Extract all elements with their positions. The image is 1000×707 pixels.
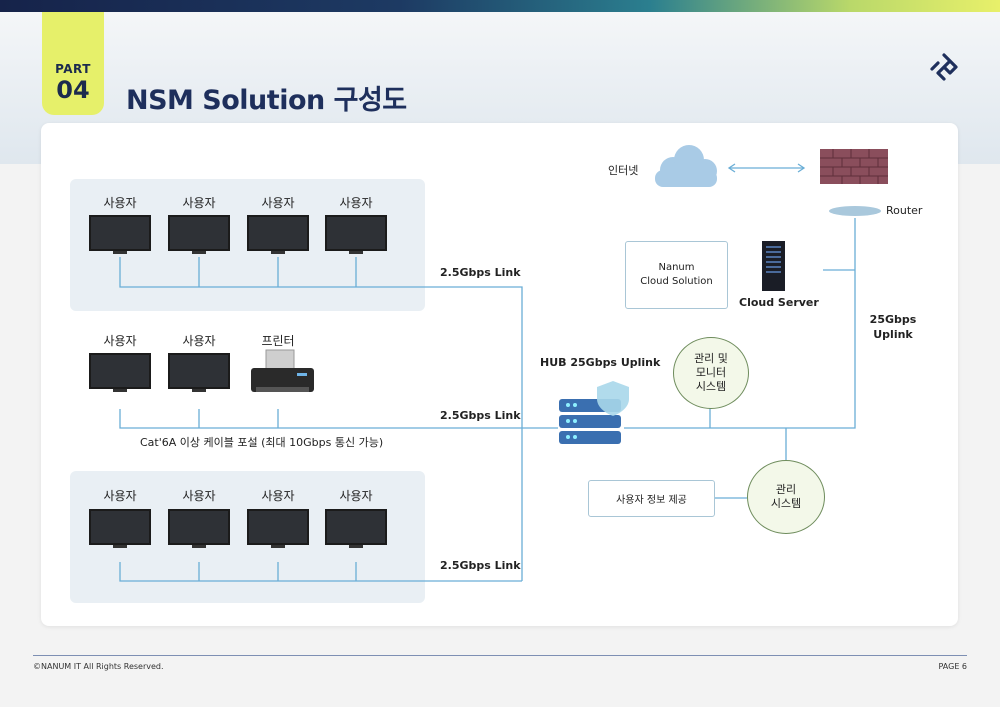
user-monitor-icon: [89, 509, 151, 551]
user-info-label: 사용자 정보 제공: [616, 495, 687, 506]
user-monitor-icon: [247, 215, 309, 257]
cloud-icon: [655, 145, 717, 187]
hub-label: HUB 25Gbps Uplink: [540, 356, 661, 369]
footer-divider: [33, 655, 967, 656]
internet-label: 인터넷: [608, 164, 639, 177]
user-monitor-icon: [168, 509, 230, 551]
user-label: 사용자: [103, 196, 137, 210]
management-system-circle: 관리 시스템: [747, 460, 825, 534]
footer-page-number: PAGE 6: [938, 662, 967, 671]
monitoring-system-circle: 관리 및 모니터 시스템: [673, 337, 749, 409]
user-label: 사용자: [261, 196, 295, 210]
user-label: 사용자: [182, 196, 216, 210]
user-monitor-icon: [89, 215, 151, 257]
user-monitor-icon: [168, 353, 230, 395]
part-number: 04: [56, 76, 90, 104]
user-label: 사용자: [339, 196, 373, 210]
user-label: 사용자: [182, 334, 216, 348]
network-wires: [119, 145, 888, 582]
uplink-label-line2: Uplink: [873, 328, 913, 341]
printer-label: 프린터: [261, 334, 295, 348]
footer-copyright: ©NANUM IT All Rights Reserved.: [33, 662, 164, 671]
user-label: 사용자: [261, 489, 295, 503]
cable-note: Cat'6A 이상 케이블 포설 (최대 10Gbps 통신 가능): [140, 436, 384, 449]
link-label-top: 2.5Gbps Link: [440, 266, 521, 279]
router-label: Router: [886, 204, 923, 217]
user-monitor-icon: [89, 353, 151, 395]
user-label: 사용자: [103, 489, 137, 503]
link-label-middle: 2.5Gbps Link: [440, 409, 521, 422]
user-label: 사용자: [103, 334, 137, 348]
printer-icon: [251, 349, 314, 392]
user-monitor-icon: [325, 509, 387, 551]
user-monitor-icon: [247, 509, 309, 551]
part-label: PART: [55, 62, 91, 76]
cloud-solution-line1: Nanum: [658, 262, 695, 273]
cloud-server-label: Cloud Server: [739, 296, 819, 309]
top-gradient-bar: [0, 0, 1000, 12]
hub-server-icon: [559, 381, 629, 444]
company-logo-icon: [930, 53, 958, 81]
monitoring-line3: 시스템: [695, 380, 727, 393]
user-label: 사용자: [182, 489, 216, 503]
firewall-icon: [820, 149, 888, 184]
monitoring-line2: 모니터: [695, 366, 727, 379]
part-badge: PART 04: [42, 12, 104, 115]
user-monitor-icon: [168, 215, 230, 257]
link-label-bottom: 2.5Gbps Link: [440, 559, 521, 572]
user-monitor-icon: [325, 215, 387, 257]
management-line2: 시스템: [770, 497, 802, 510]
user-info-box: 사용자 정보 제공: [588, 480, 715, 517]
monitoring-line1: 관리 및: [694, 352, 728, 365]
management-line1: 관리: [775, 483, 797, 496]
diagram-card: 사용자 사용자 사용자 사용자 사용자 사용자 프린터 사용자 사용자 사용자 …: [41, 123, 958, 626]
cloud-server-icon: [762, 241, 785, 291]
uplink-label-line1: 25Gbps: [869, 313, 917, 326]
nanum-cloud-solution-box: Nanum Cloud Solution: [625, 241, 728, 309]
page-title: NSM Solution 구성도: [126, 85, 407, 116]
cloud-solution-line2: Cloud Solution: [640, 276, 713, 287]
user-label: 사용자: [339, 489, 373, 503]
